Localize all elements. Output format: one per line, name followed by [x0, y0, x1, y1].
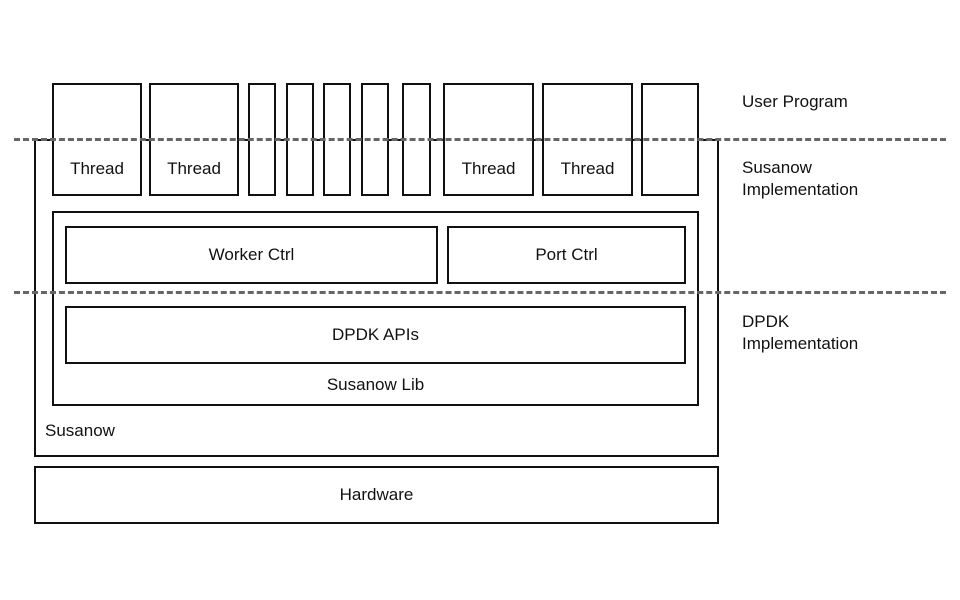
dpdk-apis-label: DPDK APIs: [332, 325, 419, 344]
susanow-lib-label: Susanow Lib: [326, 375, 425, 394]
dpdk-impl-layer-label-line1: DPDK: [742, 312, 790, 331]
susanow-label: Susanow: [45, 421, 115, 440]
susanow-impl-layer-label-line2: Implementation: [742, 180, 859, 199]
layer-boundary-lower: [14, 291, 946, 294]
thread-label: Thread: [70, 159, 124, 178]
layer-boundary-upper: [14, 138, 946, 141]
worker-ctrl-box: Worker Ctrl: [65, 226, 438, 284]
port-ctrl-label: Port Ctrl: [535, 245, 598, 264]
hardware-label: Hardware: [339, 485, 414, 504]
thread-label: Thread: [167, 159, 221, 178]
dpdk-impl-layer-label-line2: Implementation: [742, 334, 859, 353]
susanow-impl-layer-label-line1: Susanow: [742, 158, 812, 177]
worker-ctrl-label: Worker Ctrl: [208, 245, 295, 264]
user-program-layer-label: User Program: [742, 92, 848, 111]
susanow-lib-box: Susanow Lib: [52, 211, 699, 406]
hardware-box: Hardware: [34, 466, 719, 524]
dpdk-apis-box: DPDK APIs: [65, 306, 686, 364]
port-ctrl-box: Port Ctrl: [447, 226, 686, 284]
thread-label: Thread: [560, 159, 615, 178]
thread-label: Thread: [461, 159, 516, 178]
